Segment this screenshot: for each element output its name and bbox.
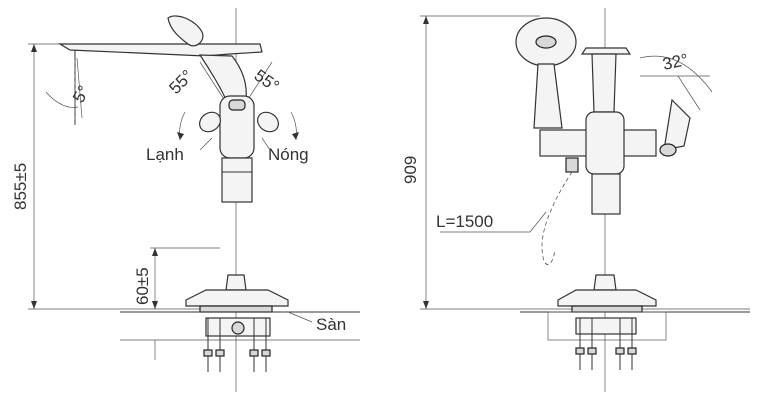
- right-height-label: 909: [401, 156, 420, 184]
- cold-leader: [199, 137, 213, 151]
- lower-stem: [225, 274, 247, 291]
- floor-leader: [287, 311, 313, 323]
- hose: [541, 171, 573, 265]
- lever-angle-line: [677, 75, 701, 111]
- cold-label: Lạnh: [146, 145, 184, 164]
- lever-angle-label: 32°: [661, 50, 690, 74]
- spout-angle-arc: [45, 91, 79, 108]
- arrow-bottom: [31, 301, 37, 309]
- handle-angle-right-label: 55°: [251, 66, 283, 96]
- hot-handle: [257, 111, 279, 133]
- base-dimension-label: 60±5: [133, 267, 152, 305]
- floor-label: Sàn: [316, 315, 346, 334]
- hose-fitting: [565, 157, 579, 173]
- left-view: 855±5 60±5 5° 55° 55° Lạnh: [11, 8, 360, 392]
- handle-angle-left-label: 55°: [165, 66, 197, 98]
- right-main-column: [591, 173, 621, 215]
- right-lower-stem: [593, 274, 617, 291]
- top-handle: [167, 15, 204, 47]
- shower-head-center: [535, 35, 557, 49]
- cold-handle: [199, 111, 221, 133]
- lever-angle-arc: [639, 55, 713, 93]
- spout-angle-line: [76, 57, 83, 119]
- right-base-flange: [557, 289, 657, 307]
- body-neck: [198, 54, 247, 101]
- right-arrow-bottom: [423, 301, 429, 309]
- shower-handle: [533, 63, 563, 129]
- hose-length-label: L=1500: [436, 212, 493, 231]
- spout: [57, 43, 263, 57]
- diverter-column: [591, 53, 617, 113]
- base-arrow-bottom: [152, 301, 158, 309]
- main-column: [221, 157, 253, 203]
- base-flange: [185, 289, 289, 307]
- lever: [663, 98, 691, 151]
- height-dimension-label: 855±5: [11, 163, 30, 210]
- hot-leader: [261, 137, 271, 151]
- right-mount-bracket: [575, 317, 637, 335]
- right-base-plate: [571, 305, 643, 313]
- right-view: 909 32° L=1500: [401, 8, 750, 392]
- valve-knob: [228, 99, 246, 111]
- cold-arc-arrow: [177, 132, 184, 140]
- central-valve: [585, 111, 625, 175]
- hose-leader-tip: [529, 211, 547, 233]
- hot-label: Nóng: [268, 145, 309, 164]
- mount-bolt: [231, 321, 245, 335]
- right-arrow-top: [423, 16, 429, 24]
- base-arrow-top: [152, 248, 158, 256]
- lever-hub: [659, 143, 677, 157]
- spout-angle-label: 5°: [69, 82, 94, 106]
- hot-arc-arrow: [292, 132, 299, 140]
- mount-studs: [203, 318, 271, 372]
- base-plate: [199, 305, 273, 313]
- diverter-cap: [580, 47, 632, 55]
- right-mount-studs: [575, 318, 637, 370]
- right-floor-recess: [547, 311, 667, 341]
- arrow-top: [31, 44, 37, 52]
